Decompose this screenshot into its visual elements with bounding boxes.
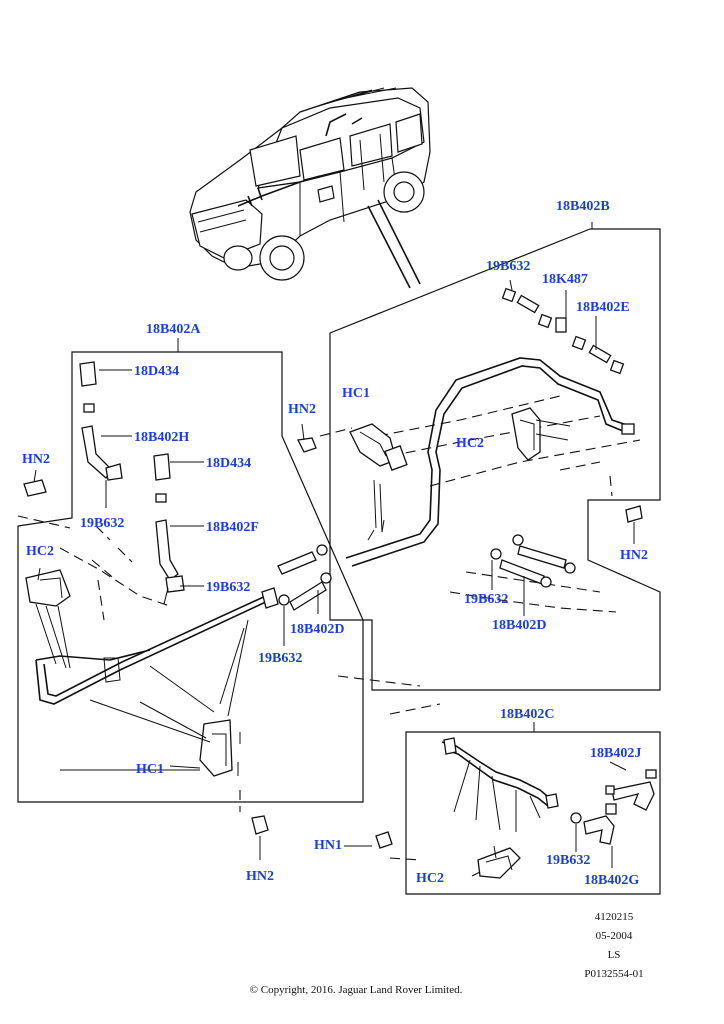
ref-code: 4120215: [595, 911, 634, 923]
ref-ls: LS: [608, 949, 621, 961]
label-hn2-mid: HN2: [288, 402, 316, 417]
label-hc2-right: HC2: [456, 436, 484, 451]
label-hc1-bottom: HC1: [136, 762, 164, 777]
label-19b632-c: 19B632: [546, 853, 590, 868]
tubes-18b402d-right: [490, 505, 643, 616]
label-18b402h: 18B402H: [134, 430, 189, 445]
label-18k487: 18K487: [542, 272, 588, 287]
label-19b632-left: 19B632: [80, 516, 124, 531]
label-18b402f: 18B402F: [206, 520, 259, 535]
tube-assembly-18b402a: [23, 361, 332, 860]
ref-part-number: P0132554-01: [584, 968, 643, 980]
label-hc2-c: HC2: [416, 871, 444, 886]
label-hn2-left: HN2: [22, 452, 50, 467]
tube-assembly-18b402b: [297, 279, 635, 567]
label-18b402a: 18B402A: [146, 322, 201, 337]
label-19b632-mid: 19B632: [206, 580, 250, 595]
label-hc1-top: HC1: [342, 386, 370, 401]
part-labels: 18B402B 19B632 18K487 18B402E 18B402A 18…: [22, 199, 648, 888]
leader-lines: [60, 369, 627, 877]
label-19b632-top: 19B632: [486, 259, 530, 274]
label-18d434-b: 18D434: [206, 456, 251, 471]
label-19b632-mid2: 19B632: [258, 651, 302, 666]
label-hn2-bottom: HN2: [246, 869, 274, 884]
ref-date: 05-2004: [596, 930, 633, 942]
label-19b632-right: 19B632: [464, 592, 508, 607]
label-18d434-a: 18D434: [134, 364, 179, 379]
label-18b402b: 18B402B: [556, 199, 610, 214]
group-frame-18b402b: [329, 222, 661, 691]
label-18b402j: 18B402J: [590, 746, 641, 761]
label-hn1: HN1: [314, 838, 342, 853]
group-frame-18b402a: [17, 338, 364, 803]
vehicle-illustration: [189, 87, 431, 289]
reference-block: 4120215 05-2004 LS P0132554-01: [584, 911, 643, 980]
label-18b402g: 18B402G: [584, 873, 639, 888]
label-18b402d-mid: 18B402D: [290, 622, 344, 637]
label-18b402e: 18B402E: [576, 300, 630, 315]
label-18b402c: 18B402C: [500, 707, 554, 722]
label-hn2-right: HN2: [620, 548, 648, 563]
label-hc2-left: HC2: [26, 544, 54, 559]
copyright: © Copyright, 2016. Jaguar Land Rover Lim…: [250, 984, 463, 996]
label-18b402d-right: 18B402D: [492, 618, 546, 633]
group-frame-18b402c: [405, 722, 661, 895]
tube-assembly-18b402c: [375, 737, 657, 879]
